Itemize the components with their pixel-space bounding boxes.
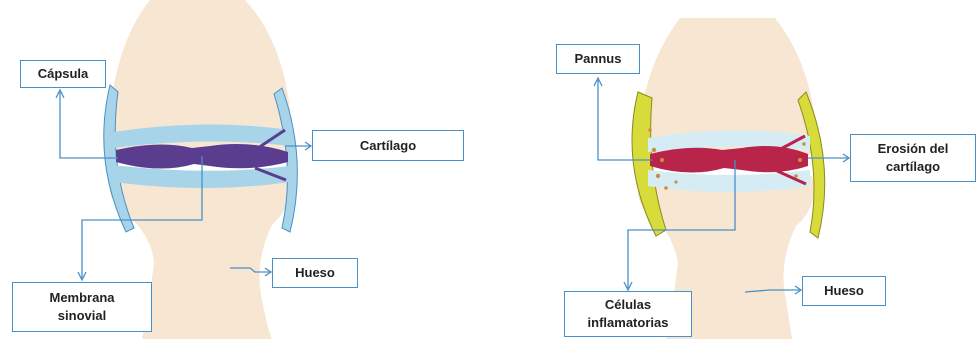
label-bone-normal: Hueso bbox=[272, 258, 358, 288]
synovial-space-arthritic bbox=[650, 146, 808, 173]
label-pannus: Pannus bbox=[556, 44, 640, 74]
label-bone-arthritic: Hueso bbox=[802, 276, 886, 306]
label-cartilage: Cartílago bbox=[312, 130, 464, 161]
label-capsule: Cápsula bbox=[20, 60, 106, 88]
label-cartilage-erosion: Erosión del cartílago bbox=[850, 134, 976, 182]
label-inflammatory-cells: Células inflamatorias bbox=[564, 291, 692, 337]
label-synovial-membrane: Membrana sinovial bbox=[12, 282, 152, 332]
